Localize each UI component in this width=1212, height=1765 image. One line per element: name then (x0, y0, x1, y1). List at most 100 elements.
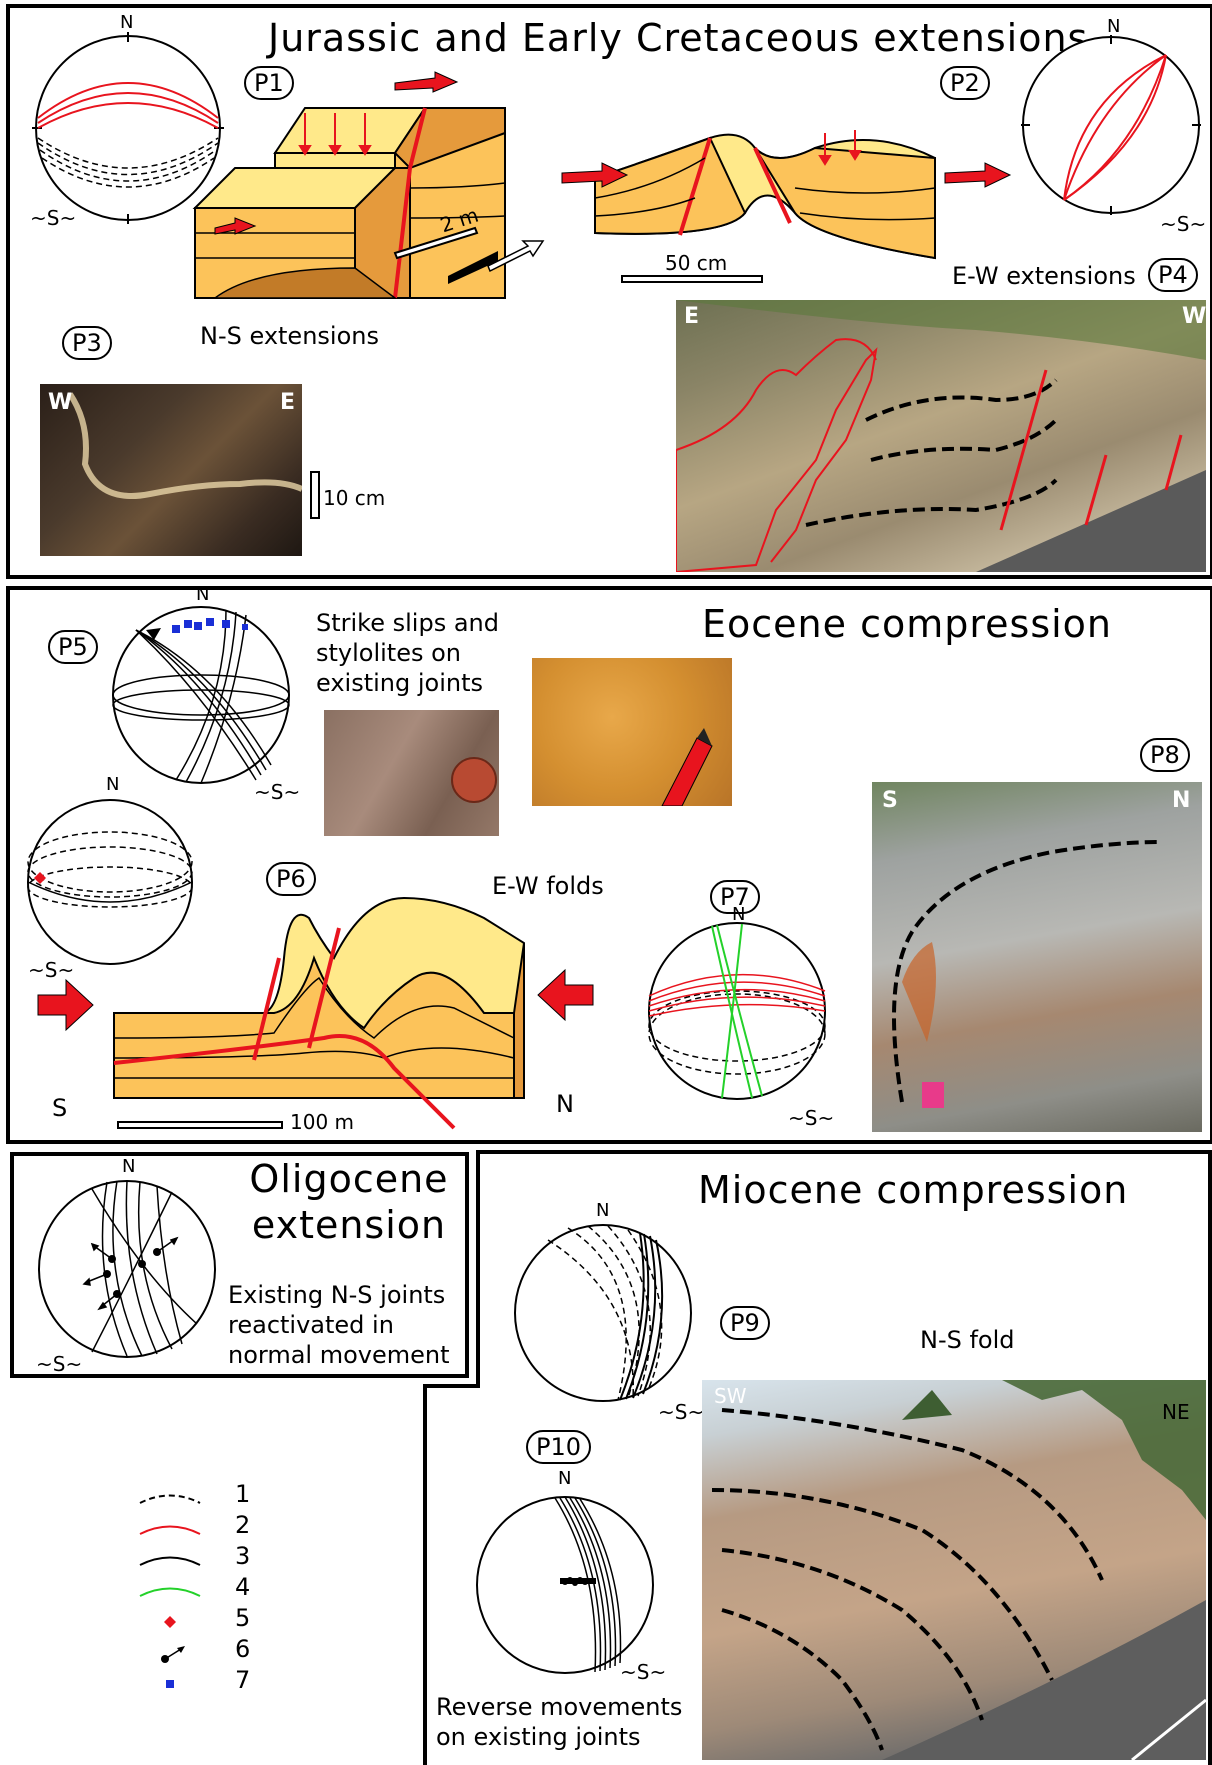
panel-eocene: Eocene compression P5 N ~S~ Strike slips… (6, 584, 1212, 1144)
fold-traces (711, 1380, 1206, 1760)
north-label-p6: N (106, 774, 120, 795)
photo-label-right: E (280, 390, 296, 415)
shear-arrows-icon (448, 240, 545, 284)
legend-symbol-black-arc (139, 1556, 201, 1566)
legend-item-4: 4 (235, 1573, 251, 1601)
south-label: S (52, 1094, 68, 1122)
legend-item-1: 1 (235, 1480, 251, 1508)
legend-item-3: 3 (235, 1542, 251, 1570)
tag-p4: P4 (1148, 258, 1198, 292)
photo-p4: E W (676, 300, 1206, 572)
stereonet-p6 (27, 799, 193, 965)
panel-oligocene: Oligocene extension N ~S~ Existing N-S j… (10, 1152, 469, 1378)
tag-p6: P6 (266, 862, 316, 896)
tag-p3: P3 (62, 326, 112, 360)
legend-symbol-green-arc (139, 1587, 201, 1597)
red-arrow-right-icon (944, 162, 1012, 188)
block-diagram-p1 (192, 71, 506, 299)
north-label-p2: N (1107, 16, 1121, 37)
tilt-symbol-icon: ~S~ (788, 1106, 835, 1130)
legend-item-7: 7 (235, 1666, 251, 1694)
ew-extensions-label: E-W extensions (952, 262, 1136, 290)
scale-bar-100m (117, 1121, 283, 1129)
fold-block-diagram (113, 896, 525, 1130)
pen-icon (661, 728, 713, 806)
miocene-title: Miocene compression (698, 1168, 1129, 1212)
ns-extensions-label: N-S extensions (200, 322, 379, 350)
tag-p5: P5 (48, 630, 98, 664)
photo-p8: S N (872, 782, 1202, 1132)
photo-label-right: N (1172, 788, 1191, 813)
north-label-p9: N (596, 1200, 610, 1221)
strike-slips-label: Strike slips and stylolites on existing … (316, 609, 499, 697)
stereonet-p9 (514, 1224, 692, 1402)
legend-symbol-dot-arrow (161, 1646, 185, 1663)
tag-p2: P2 (940, 66, 990, 100)
tilt-symbol-icon: ~S~ (254, 780, 301, 804)
north-label: N (120, 12, 134, 33)
legend-symbol-red-arc (139, 1525, 201, 1535)
panel-title: Oligocene extension (249, 1157, 449, 1247)
north-label: N (556, 1090, 574, 1118)
legend-symbol-red-diamond (164, 1616, 176, 1628)
scale-label-100m: 100 m (290, 1110, 355, 1134)
scale-bar-50cm (621, 275, 763, 283)
tag-p1: P1 (244, 66, 294, 100)
photo-p3: W E (40, 384, 302, 556)
tag-p10: P10 (526, 1430, 592, 1464)
photo-label-left: E (684, 304, 700, 329)
red-arrow-left-icon (561, 162, 629, 188)
red-arrow-right-icon (37, 978, 94, 1032)
legend-item-6: 6 (235, 1635, 251, 1663)
coin-icon (451, 757, 497, 803)
north-label-p5: N (196, 584, 210, 605)
tilt-symbol-icon: ~S~ (28, 958, 75, 982)
scale-label-10cm: 10 cm (323, 486, 386, 510)
photo-p9: SW NE (702, 1380, 1206, 1760)
ns-fold-label: N-S fold (920, 1326, 1015, 1354)
reverse-movements-label: Reverse movements on existing joints (436, 1693, 683, 1751)
red-arrow-left-icon (537, 968, 594, 1022)
scale-bar-2m (393, 226, 479, 260)
ew-folds-label: E-W folds (492, 872, 604, 900)
tilt-symbol-icon: ~S~ (658, 1400, 705, 1424)
stereonet-p10 (476, 1496, 654, 1674)
tilt-symbol-icon: ~S~ (30, 206, 77, 230)
north-label: N (122, 1156, 136, 1177)
stereonet-oligocene (38, 1180, 216, 1358)
photo-strike-slip (324, 710, 499, 836)
panel-title: Eocene compression (702, 602, 1113, 646)
stereonet-p7 (648, 922, 826, 1100)
panel-jurassic: Jurassic and Early Cretaceous extensions… (6, 4, 1212, 579)
stereonet-p1 (32, 32, 224, 224)
outcrop-annotations (676, 300, 1206, 572)
legend-symbol-dashed-arc (139, 1494, 201, 1504)
scale-bar-10cm (310, 471, 320, 519)
fold-trace (892, 840, 1163, 1108)
legend: 1 2 3 4 5 6 7 (135, 1478, 275, 1728)
tilt-symbol-icon: ~S~ (620, 1660, 667, 1684)
photo-label-right: W (1182, 304, 1206, 329)
tag-p9: P9 (720, 1306, 770, 1340)
photo-label-left: SW (714, 1384, 747, 1408)
north-label-p10: N (558, 1468, 572, 1489)
photo-stylolite (532, 658, 732, 806)
photo-label-right: NE (1162, 1400, 1190, 1424)
vein-graphic (67, 392, 302, 499)
tag-p7: P7 (710, 880, 760, 914)
north-label-p7: N (732, 904, 746, 925)
stereonet-p5 (112, 606, 290, 784)
legend-item-5: 5 (235, 1604, 251, 1632)
tilt-symbol-icon: ~S~ (36, 1352, 83, 1376)
scale-label-50cm: 50 cm (665, 251, 728, 275)
photo-label-left: W (48, 390, 73, 415)
block-diagram-p2 (594, 130, 936, 260)
legend-item-2: 2 (235, 1511, 251, 1539)
oligocene-caption: Existing N-S joints reactivated in norma… (228, 1281, 450, 1369)
stereonet-p2 (1021, 35, 1201, 215)
legend-symbol-blue-square (166, 1680, 174, 1688)
tilt-symbol-icon: ~S~ (1160, 212, 1207, 236)
tag-p8: P8 (1140, 738, 1190, 772)
photo-label-left: S (882, 788, 898, 813)
panel-title: Jurassic and Early Cretaceous extensions (268, 16, 1089, 60)
